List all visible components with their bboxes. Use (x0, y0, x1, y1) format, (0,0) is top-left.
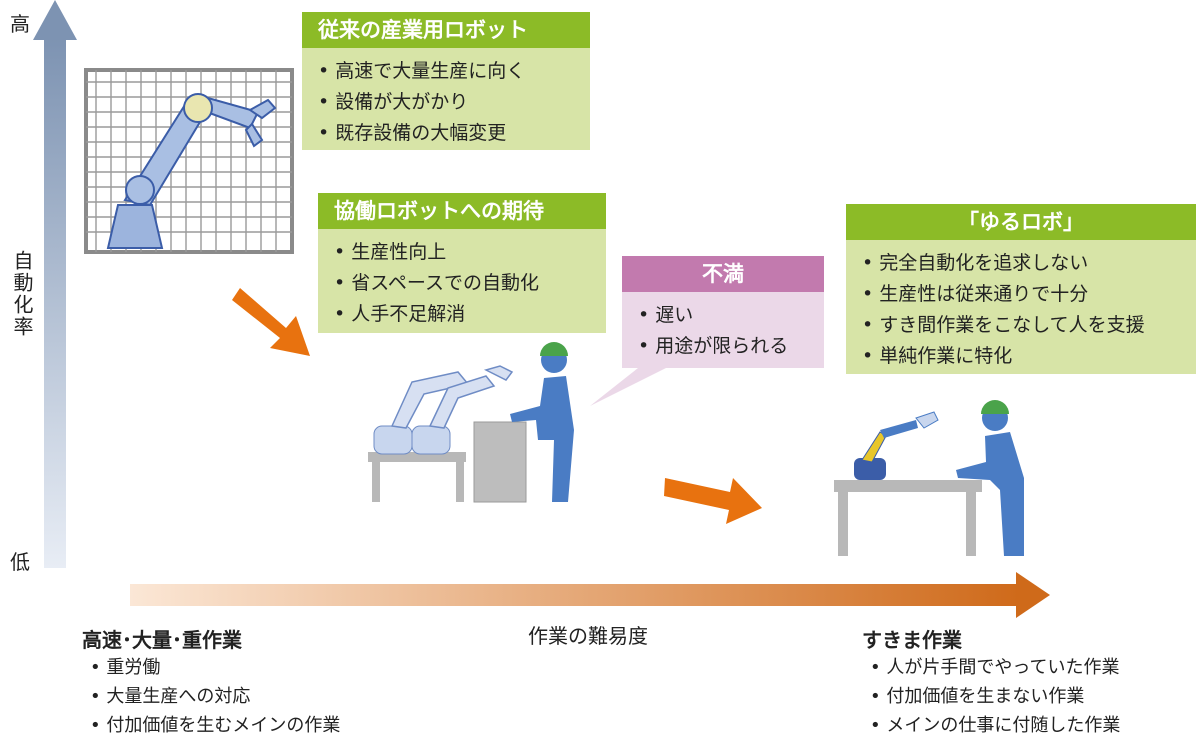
dissatisfaction-title: 不満 (622, 256, 824, 292)
yururobo-illustration (834, 400, 1024, 556)
yururobo-item-1: 完全自動化を追求しない (862, 248, 1196, 279)
cobot-expectation-box: 協働ロボットへの期待 生産性向上 省スペースでの自動化 人手不足解消 (318, 193, 606, 333)
speech-bubble-tail (590, 368, 666, 406)
right-category-item-2: 付加価値を生まない作業 (870, 682, 1120, 711)
left-category: 高速･大量･重作業 重労働 大量生産への対応 付加価値を生むメインの作業 (82, 624, 340, 740)
dissatisfaction-item-1: 遅い (638, 300, 824, 331)
left-category-title: 高速･大量･重作業 (82, 628, 242, 652)
right-category-item-3: メインの仕事に付随した作業 (870, 711, 1120, 740)
traditional-robot-box: 従来の産業用ロボット 高速で大量生産に向く 設備が大がかり 既存設備の大幅変更 (302, 12, 590, 150)
cobot-expectation-title: 協働ロボットへの期待 (318, 193, 606, 229)
left-category-item-3: 付加価値を生むメインの作業 (90, 711, 340, 740)
yururobo-title: 「ゆるロボ」 (846, 204, 1196, 240)
traditional-item-3: 既存設備の大幅変更 (318, 118, 590, 149)
cobot-illustration (368, 342, 574, 503)
right-category-item-1: 人が片手間でやっていた作業 (870, 653, 1120, 682)
traditional-item-2: 設備が大がかり (318, 87, 590, 118)
left-category-item-1: 重労働 (90, 653, 340, 682)
left-category-item-2: 大量生産への対応 (90, 682, 340, 711)
right-category-title: すきま作業 (862, 628, 962, 652)
y-axis-title: 自動化率 (10, 250, 34, 338)
right-category: すきま作業 人が片手間でやっていた作業 付加価値を生まない作業 メインの仕事に付… (862, 624, 1120, 740)
x-axis-arrow (130, 572, 1050, 618)
traditional-item-1: 高速で大量生産に向く (318, 56, 590, 87)
y-axis-arrow (33, 0, 77, 568)
transition-arrow-2 (664, 478, 762, 524)
y-axis-high-label: 高 (10, 12, 30, 36)
cobot-item-1: 生産性向上 (334, 237, 606, 268)
x-axis-title: 作業の難易度 (528, 624, 648, 648)
traditional-robot-title: 従来の産業用ロボット (302, 12, 590, 48)
dissatisfaction-box: 不満 遅い 用途が限られる (622, 256, 824, 368)
yururobo-item-4: 単純作業に特化 (862, 341, 1196, 372)
y-axis-low-label: 低 (10, 550, 30, 574)
cobot-item-2: 省スペースでの自動化 (334, 268, 606, 299)
transition-arrow-1 (232, 288, 310, 356)
dissatisfaction-item-2: 用途が限られる (638, 331, 824, 362)
cobot-item-3: 人手不足解消 (334, 299, 606, 330)
traditional-robot-illustration (84, 68, 294, 254)
yururobo-item-2: 生産性は従来通りで十分 (862, 279, 1196, 310)
yururobo-item-3: すき間作業をこなして人を支援 (862, 310, 1196, 341)
yururobo-box: 「ゆるロボ」 完全自動化を追求しない 生産性は従来通りで十分 すき間作業をこなし… (846, 204, 1196, 374)
